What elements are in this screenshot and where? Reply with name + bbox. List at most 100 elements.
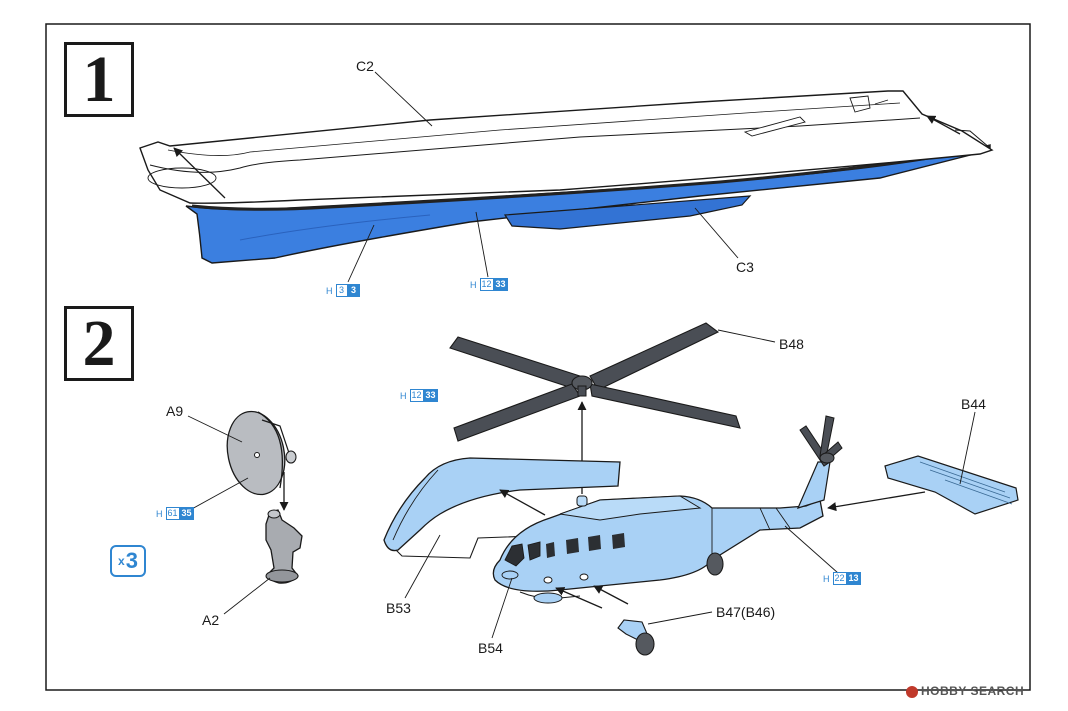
step-number-2: 2 xyxy=(64,306,134,381)
paint-number-alt: 35 xyxy=(179,507,194,520)
nose-sensor xyxy=(501,570,519,580)
fuselage-top xyxy=(559,495,702,521)
paint-prefix: H xyxy=(326,285,333,296)
paint-number: 3 xyxy=(335,284,348,297)
label-c3: C3 xyxy=(736,259,754,275)
label-c2: C2 xyxy=(356,58,374,74)
label-b53: B53 xyxy=(386,600,411,616)
bow-opening xyxy=(147,167,217,189)
cockpit-window xyxy=(504,543,525,567)
attach-arrow-gear-1 xyxy=(555,587,603,609)
landing-gear-wheel xyxy=(635,632,655,656)
rotor-blade-2 xyxy=(589,322,720,391)
quantity-badge: x 3 xyxy=(110,545,146,577)
belly-wheel xyxy=(533,592,563,604)
paint-number-alt: 13 xyxy=(846,572,861,585)
cabin-cover-b53 xyxy=(383,457,621,552)
bilge-keel xyxy=(503,195,752,230)
helicopter-assembly xyxy=(383,322,1019,656)
leader-c2 xyxy=(374,71,433,127)
cockpit-window-2 xyxy=(527,541,541,561)
tail-boom-line xyxy=(711,507,791,560)
cabin-cover-inner xyxy=(395,534,561,559)
leader-b53 xyxy=(404,534,441,599)
rotor-blade-4 xyxy=(589,383,741,429)
rotor-blade-3 xyxy=(453,383,581,442)
label-b48: B48 xyxy=(779,336,804,352)
leader-b47 xyxy=(647,611,713,625)
label-b54: B54 xyxy=(478,640,503,656)
paint-number: 12 xyxy=(479,278,494,291)
paint-code-helicopter: H 22 13 xyxy=(823,572,861,585)
attach-arrow-stabilizer xyxy=(827,491,926,512)
main-rotor-b48 xyxy=(449,322,741,442)
leader-b44 xyxy=(959,411,976,485)
radar-pedestal-foot xyxy=(265,569,299,583)
mast-stub xyxy=(576,495,588,507)
leader-hull-mid xyxy=(475,211,489,278)
tail-rotor-hub xyxy=(819,452,835,464)
leader-c3 xyxy=(694,207,739,259)
paint-number: 12 xyxy=(409,389,424,402)
leader-b54 xyxy=(491,577,513,639)
stern-tab xyxy=(954,129,991,149)
radar-assembly xyxy=(187,410,303,615)
sheet-frame xyxy=(45,23,1031,691)
paint-prefix: H xyxy=(156,508,163,519)
ship-assembly xyxy=(139,71,994,283)
attach-arrow-gear-2 xyxy=(593,585,629,605)
paint-number: 22 xyxy=(832,572,847,585)
radar-pedestal-top xyxy=(267,509,281,519)
label-b44: B44 xyxy=(961,396,986,412)
leader-radar-paint xyxy=(189,477,249,511)
label-b47: B47(B46) xyxy=(716,604,776,620)
cabin-window-4 xyxy=(612,533,625,549)
stabilizer-ribs xyxy=(919,461,1013,505)
tail-fin xyxy=(796,461,831,509)
label-a9: A9 xyxy=(166,403,184,419)
paint-code-rotor: H 12 33 xyxy=(400,389,438,402)
paint-code-hull-bow: H 3 3 xyxy=(326,284,360,297)
radar-dish-mount xyxy=(285,450,297,464)
step-number-1: 1 xyxy=(64,42,134,117)
leader-heli-paint xyxy=(784,525,839,574)
paint-number-alt: 3 xyxy=(347,284,360,297)
paint-code-radar: H 61 35 xyxy=(156,507,194,520)
quantity-multiplier: x xyxy=(118,554,125,568)
stabilizer-b44 xyxy=(884,455,1019,515)
leader-a2 xyxy=(223,577,271,615)
rotor-blade-1 xyxy=(449,336,581,389)
cabin-cover-fold xyxy=(392,469,439,541)
gear-socket-2 xyxy=(579,573,589,581)
watermark-text: HOBBY SEARCH xyxy=(921,684,1025,698)
label-a2: A2 xyxy=(202,612,220,628)
stern-ramp xyxy=(743,116,806,137)
paint-prefix: H xyxy=(400,390,407,401)
rotor-mast xyxy=(577,385,587,397)
attach-arrow-bow xyxy=(173,147,226,199)
stern-detail xyxy=(849,95,889,113)
deck-edge-inner xyxy=(167,102,901,156)
leader-b48 xyxy=(717,329,776,343)
paint-prefix: H xyxy=(823,573,830,584)
cabin-window-1 xyxy=(546,542,555,558)
leader-a9 xyxy=(187,415,243,443)
deck-edge xyxy=(149,117,921,173)
paint-code-hull-mid: H 12 33 xyxy=(470,278,508,291)
cabin-window-2 xyxy=(566,538,579,554)
paint-number-alt: 33 xyxy=(493,278,508,291)
paint-prefix: H xyxy=(470,279,477,290)
radar-dish-hub xyxy=(254,452,260,458)
cabin-window-3 xyxy=(588,535,601,551)
attach-arrow-stern xyxy=(926,115,961,135)
hull-waterline xyxy=(191,144,991,211)
radar-dish-rim xyxy=(257,411,283,489)
watermark: HOBBY SEARCH xyxy=(906,684,1024,698)
leader-hull-bow xyxy=(347,224,375,283)
paint-number: 61 xyxy=(165,507,180,520)
paint-number-alt: 33 xyxy=(423,389,438,402)
watermark-logo-icon xyxy=(906,685,918,698)
quantity-count: 3 xyxy=(125,548,138,573)
